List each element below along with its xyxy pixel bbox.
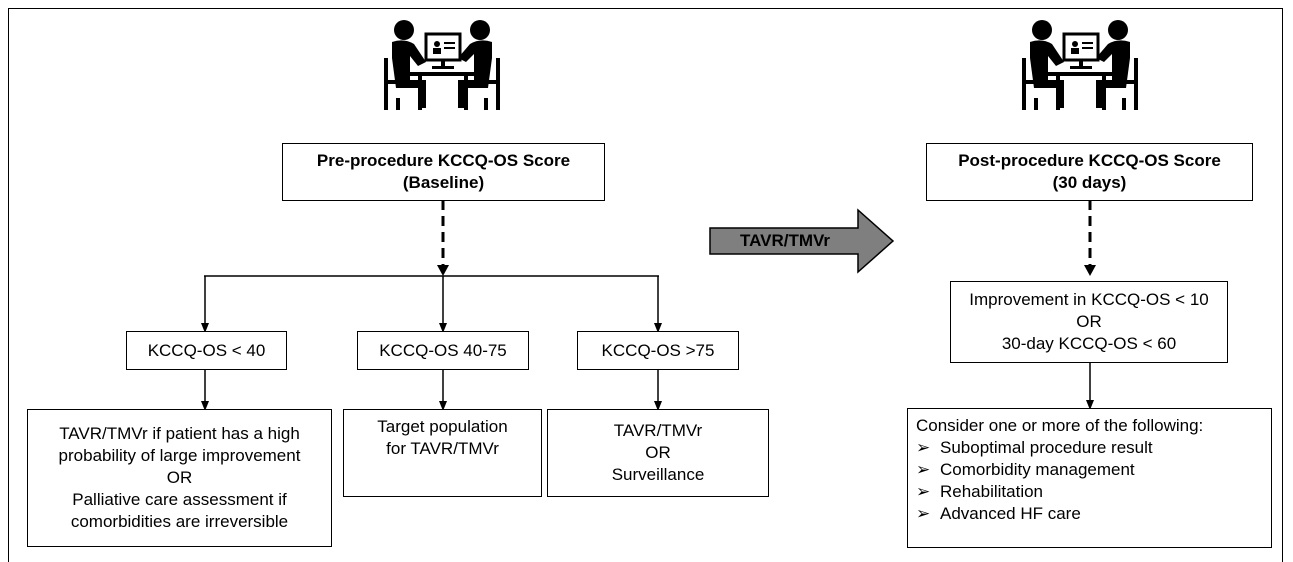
figure-frame [8, 8, 1283, 562]
arrowhead-post [1084, 265, 1096, 276]
category-label: KCCQ-OS < 40 [147, 340, 266, 360]
outcome-text: Target population [377, 417, 508, 436]
consider-item: ➢Rehabilitation [916, 482, 1044, 501]
bullet-arrow-icon: ➢ [916, 504, 931, 523]
bullet-arrow-icon: ➢ [916, 438, 931, 457]
outcome-text: TAVR/TMVr [613, 421, 703, 440]
outcome-text: for TAVR/TMVr [386, 439, 499, 458]
criteria-text: 30-day KCCQ-OS < 60 [1001, 334, 1177, 353]
category-box-low: KCCQ-OS < 40 [126, 331, 287, 370]
post-procedure-box: Post-procedure KCCQ-OS Score (30 days) [926, 143, 1253, 201]
consider-options-box: Consider one or more of the following: ➢… [907, 408, 1272, 548]
post-procedure-title: Post-procedure KCCQ-OS Score [958, 151, 1221, 170]
procedure-arrow-label: TAVR/TMVr [739, 231, 831, 250]
category-box-high: KCCQ-OS >75 [577, 331, 739, 370]
outcome-text: comorbidities are irreversible [70, 512, 289, 531]
consider-item: ➢Suboptimal procedure result [916, 438, 1153, 457]
outcome-text: OR [645, 443, 671, 462]
doctor-patient-computer-icon [384, 20, 500, 110]
category-label: KCCQ-OS >75 [601, 340, 715, 360]
pre-procedure-subtitle: (Baseline) [402, 173, 485, 192]
arrowhead-pre [437, 265, 449, 276]
bullet-arrow-icon: ➢ [916, 482, 931, 501]
outcome-box-high: TAVR/TMVr OR Surveillance [547, 409, 769, 497]
consider-item: ➢Advanced HF care [916, 504, 1081, 523]
consider-title: Consider one or more of the following: [916, 416, 1204, 435]
criteria-text: Improvement in KCCQ-OS < 10 [969, 290, 1209, 309]
procedure-arrow [709, 208, 895, 274]
consider-item: ➢Comorbidity management [916, 460, 1135, 479]
pre-procedure-title: Pre-procedure KCCQ-OS Score [316, 151, 571, 170]
outcome-box-mid: Target population for TAVR/TMVr [343, 409, 542, 497]
post-procedure-subtitle: (30 days) [1052, 173, 1127, 192]
pre-procedure-box: Pre-procedure KCCQ-OS Score (Baseline) [282, 143, 605, 201]
outcome-text: Surveillance [611, 465, 705, 484]
improvement-criteria-box: Improvement in KCCQ-OS < 10 OR 30-day KC… [950, 281, 1228, 363]
criteria-text: OR [1076, 312, 1102, 331]
category-label: KCCQ-OS 40-75 [379, 340, 507, 360]
outcome-text: TAVR/TMVr if patient has a high [59, 424, 300, 443]
outcome-text: OR [166, 468, 193, 487]
outcome-box-low: TAVR/TMVr if patient has a high probabil… [27, 409, 332, 547]
doctor-patient-computer-icon [1022, 20, 1138, 110]
outcome-text: Palliative care assessment if [72, 490, 287, 509]
category-box-mid: KCCQ-OS 40-75 [357, 331, 529, 370]
outcome-text: probability of large improvement [58, 446, 301, 465]
bullet-arrow-icon: ➢ [916, 460, 931, 479]
